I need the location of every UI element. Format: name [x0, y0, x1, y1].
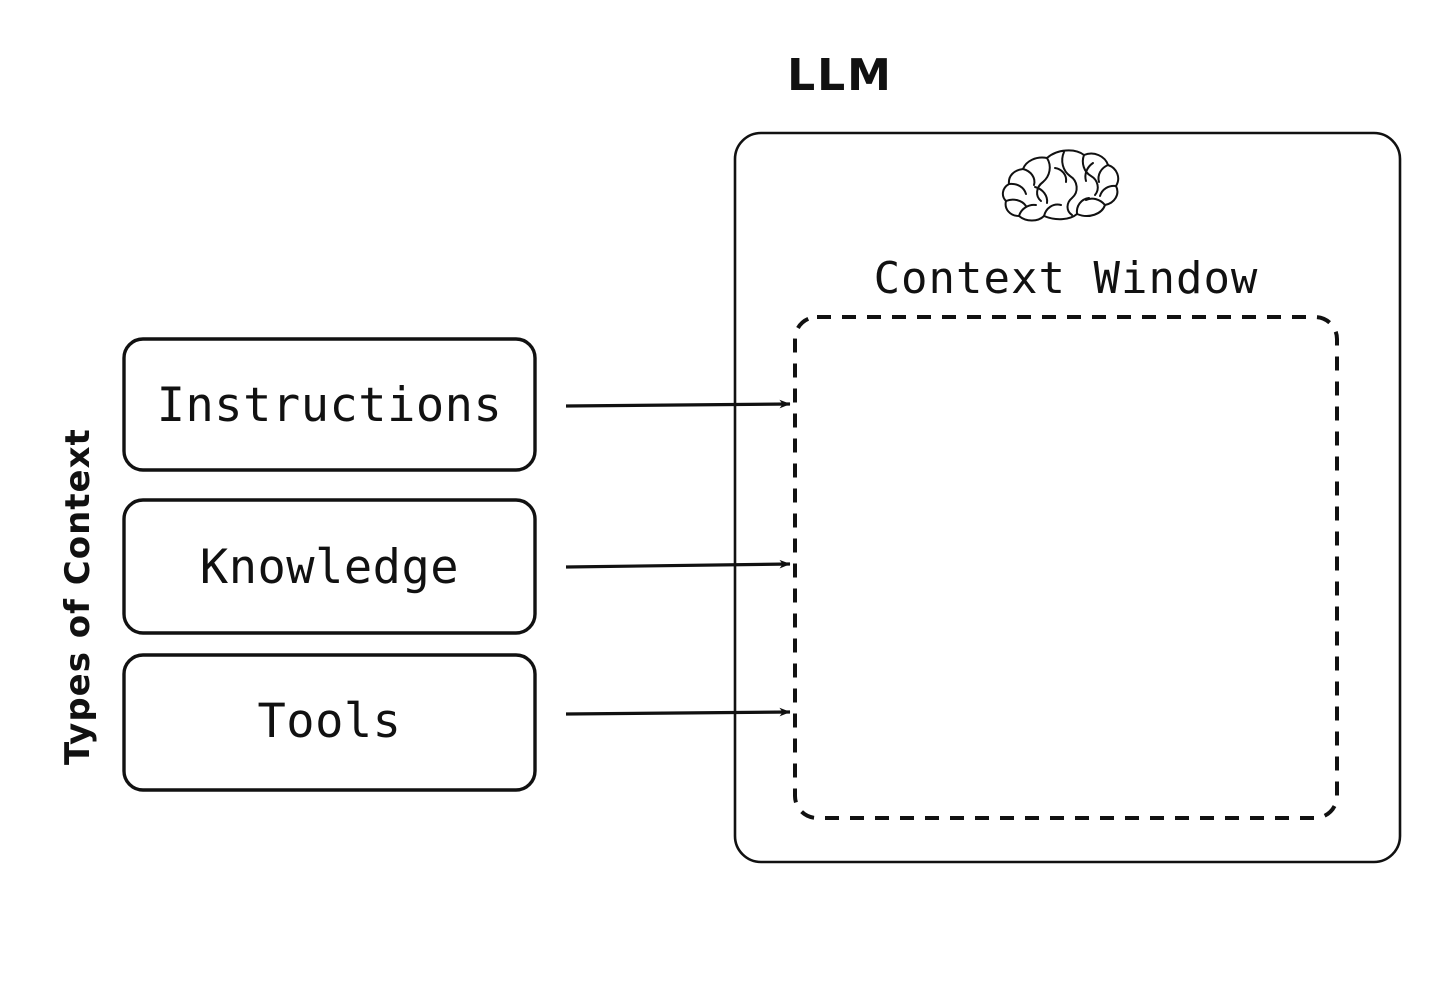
types-of-context-label: Types of Context — [58, 428, 98, 765]
arrow-instructions-to-context — [565, 399, 791, 409]
arrow-knowledge-to-context — [565, 559, 791, 569]
context-window-label: Context Window — [873, 253, 1259, 304]
llm-title: LLM — [787, 50, 893, 101]
brain-icon — [1001, 149, 1120, 222]
llm-container-border — [733, 131, 1402, 864]
tools-box-label[interactable]: Tools — [257, 694, 402, 749]
knowledge-box-border — [122, 498, 537, 635]
instructions-box-border — [122, 337, 537, 472]
context-window-border — [793, 315, 1339, 820]
knowledge-box-label[interactable]: Knowledge — [199, 540, 460, 595]
arrow-tools-to-context — [565, 707, 791, 717]
tools-box-border — [122, 653, 537, 792]
instructions-box-label[interactable]: Instructions — [156, 378, 503, 433]
